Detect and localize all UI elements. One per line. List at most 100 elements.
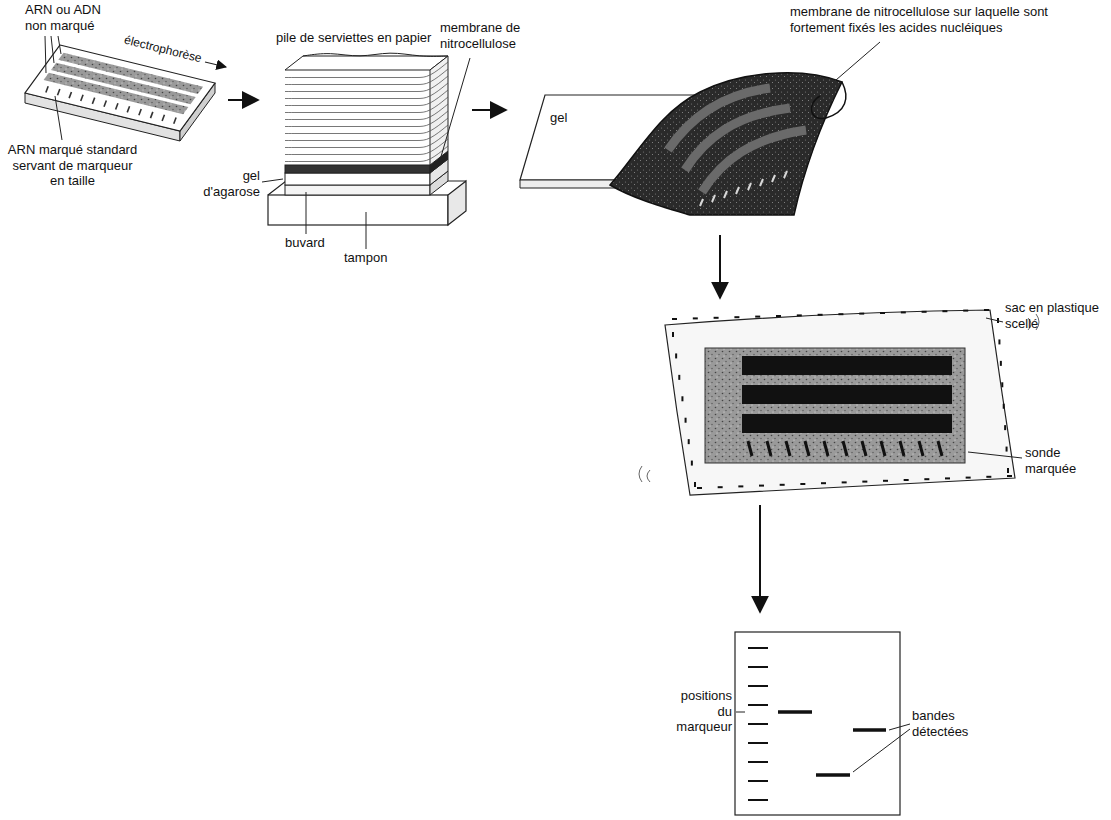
seal-mark [883,480,888,482]
marker-position [748,723,768,725]
seal-mark [880,312,885,314]
hybridised-lane [742,414,952,433]
marker-band [46,86,48,92]
marker-band [69,92,71,98]
marker-band [938,441,942,456]
label: membrane de nitrocellulose sur laquelle … [790,4,1090,35]
leader-line [51,36,54,63]
paper-towels [285,125,448,141]
label: sonde marquée [1025,445,1097,476]
leader-line [968,452,1022,458]
step-arrow [228,99,258,101]
marker-band [824,441,828,456]
seal-mark [942,310,947,312]
label: pile de serviettes en papier [276,30,451,46]
plastic-bag [665,310,1015,495]
paper-towels [285,132,448,148]
detected-band [778,712,886,775]
marker-band [881,441,885,456]
paper-towels [285,97,448,113]
sealed-bag [639,309,1039,495]
leader-line [889,724,910,730]
film [735,632,900,815]
direction-arrow [205,62,226,67]
marker-band [57,89,59,95]
marker-band [760,179,763,186]
seal-mark [1000,361,1002,366]
paper-towels [285,69,448,85]
paper-towels [285,56,448,70]
seal-mark [842,481,847,483]
marker-band [772,175,775,182]
membrane-lane [668,88,806,192]
seal-mark [904,479,909,481]
marker-band [162,115,164,121]
step-arrow [472,109,506,111]
seal-mark [800,483,805,485]
paper-towels [285,104,448,120]
leader-line [262,179,283,182]
marker-band [150,112,152,118]
label: tampon [344,250,404,266]
marker-band [748,441,942,456]
marker-position [748,799,768,801]
seal-mark [759,485,764,487]
buffer-tray [268,195,448,225]
seal-mark [862,481,867,483]
paper-towels [285,53,448,161]
seal-mark [694,482,696,487]
leader-line [366,212,367,249]
seal-mark [966,477,971,479]
seal-mark [672,332,674,337]
peeled-membrane [520,73,846,215]
seal-mark [901,311,906,313]
seal-mark [1004,425,1006,430]
seal-mark [675,353,677,358]
shake-mark [639,466,642,482]
label: membrane de nitrocellulose [440,20,532,51]
marker-band [81,95,83,101]
leader-line [55,96,62,140]
seal-mark [693,317,698,319]
detected-band [816,773,850,777]
leader-line [45,36,46,73]
marker-band [116,103,118,109]
label: bandes détectées [912,708,987,739]
marker-position [748,648,768,800]
marker-band [919,441,923,456]
marker-band [127,106,129,112]
marker-band [900,441,904,456]
marker-band [700,171,787,206]
seal-mark [738,485,743,487]
marker-band [92,98,94,104]
membrane-in-bag [705,348,965,463]
marker-band [805,441,809,456]
marker-position [748,704,768,706]
seal-mark [1001,382,1003,387]
shake-mark [639,314,1039,482]
paper-towels [285,146,448,162]
seal-mark [691,461,693,466]
seal-mark [688,439,690,444]
transfer-stack [268,53,466,225]
leader-line [853,729,910,772]
marker-band [748,183,751,190]
seal-mark [718,486,723,488]
seal-mark [984,309,989,311]
buffer-tray [448,181,466,225]
leader-line [986,318,1003,322]
autoradiogram [735,632,900,815]
label: sac en plastique scellé [1005,300,1105,331]
paper-towels [285,83,448,99]
seal-mark [780,484,785,486]
marker-position [748,666,768,668]
seal-mark [922,311,927,313]
marker-band [748,441,752,456]
marker-position [748,685,768,687]
label: ARN ou ADN non marqué [25,2,105,33]
marker-band [736,187,739,194]
gel-layer [285,173,430,185]
label: gel [550,110,580,126]
seal-mark [998,339,1000,344]
